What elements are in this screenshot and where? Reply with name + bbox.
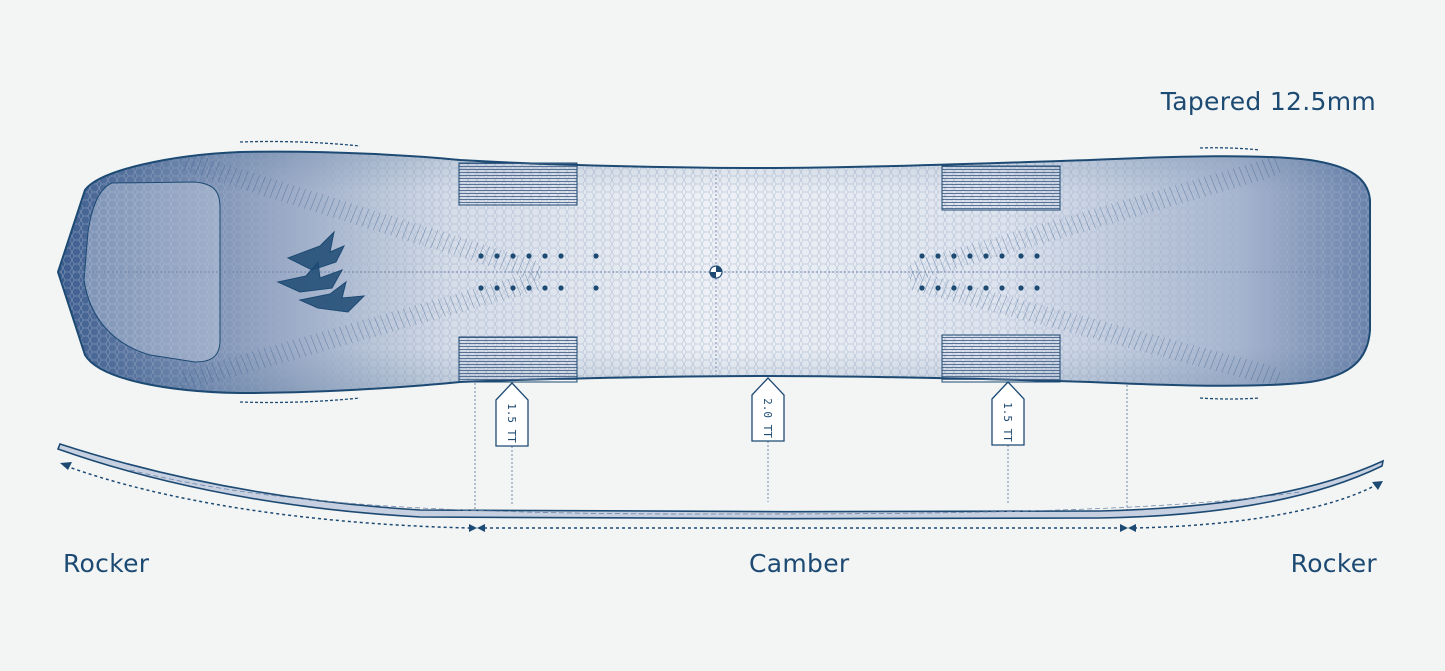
sidecut-hints bbox=[239, 140, 1261, 404]
camber-tag-center: 2.0 TT bbox=[751, 377, 785, 442]
profile-arrows bbox=[65, 465, 1379, 529]
rocker-left-label: Rocker bbox=[63, 549, 150, 578]
rocker-right-label: Rocker bbox=[1290, 549, 1377, 578]
camber-label: Camber bbox=[749, 549, 850, 578]
binding-pads bbox=[458, 162, 1061, 383]
jones-mountain-logo-icon bbox=[276, 230, 366, 313]
camber-tag-center-text: 2.0 TT bbox=[761, 398, 774, 438]
center-target-icon bbox=[709, 265, 723, 279]
contact-guides bbox=[474, 383, 1128, 512]
taper-label: Tapered 12.5mm bbox=[1160, 87, 1376, 116]
camber-tag-right: 1.5 TT bbox=[991, 381, 1025, 446]
binding-inserts bbox=[478, 253, 1040, 291]
camber-tag-left-text: 1.5 TT bbox=[505, 403, 518, 443]
camber-tag-right-text: 1.5 TT bbox=[1001, 402, 1014, 442]
arrow-heads bbox=[60, 462, 1383, 532]
board-side-profile bbox=[56, 443, 1385, 520]
camber-tag-left: 1.5 TT bbox=[495, 382, 529, 447]
